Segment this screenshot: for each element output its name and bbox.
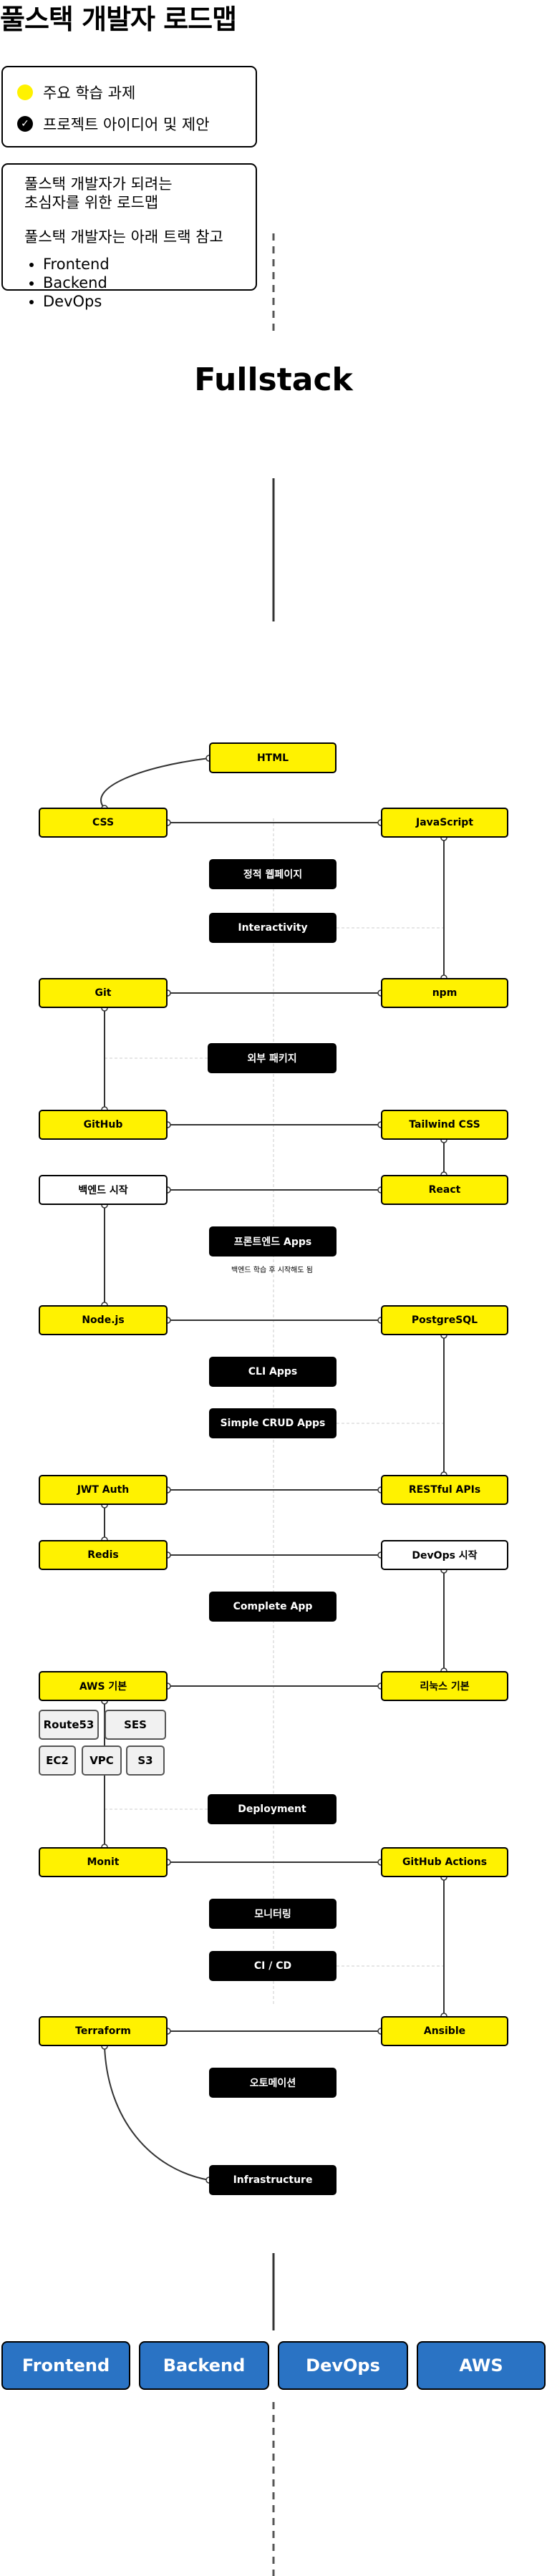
check-circle-icon: ✓	[17, 116, 33, 132]
node-redis[interactable]: Redis	[39, 1540, 168, 1570]
node-ses[interactable]: SES	[105, 1710, 166, 1740]
track-backend-button[interactable]: Backend	[139, 2341, 269, 2390]
node-backend-start[interactable]: 백엔드 시작	[39, 1175, 168, 1205]
node-github-actions[interactable]: GitHub Actions	[381, 1847, 508, 1877]
node-javascript[interactable]: JavaScript	[381, 808, 508, 838]
node-postgresql[interactable]: PostgreSQL	[381, 1305, 508, 1335]
node-s3[interactable]: S3	[126, 1745, 165, 1776]
node-infrastructure[interactable]: Infrastructure	[209, 2165, 337, 2195]
node-restful-apis[interactable]: RESTful APIs	[381, 1475, 508, 1505]
node-npm[interactable]: npm	[381, 978, 508, 1008]
node-ansible[interactable]: Ansible	[381, 2016, 508, 2046]
node-deployment[interactable]: Deployment	[208, 1794, 337, 1824]
node-external-packages[interactable]: 외부 패키지	[208, 1043, 337, 1073]
node-route53[interactable]: Route53	[39, 1710, 99, 1740]
track-devops-button[interactable]: DevOps	[278, 2341, 408, 2390]
intro-line1: 풀스택 개발자가 되려는	[24, 175, 173, 193]
node-monitoring[interactable]: 모니터링	[209, 1899, 337, 1929]
fullstack-title: Fullstack	[194, 362, 353, 398]
intro-track-list: Frontend Backend DevOps	[24, 255, 256, 311]
track-aws-button[interactable]: AWS	[417, 2341, 546, 2390]
track-frontend-button[interactable]: Frontend	[1, 2341, 130, 2390]
node-automation[interactable]: 오토메이션	[209, 2068, 337, 2098]
node-html[interactable]: HTML	[209, 742, 337, 773]
node-github[interactable]: GitHub	[39, 1110, 168, 1140]
node-complete-app[interactable]: Complete App	[209, 1592, 337, 1622]
node-linux-basics[interactable]: 리눅스 기본	[381, 1671, 508, 1701]
node-interactivity[interactable]: Interactivity	[209, 913, 337, 943]
node-nodejs[interactable]: Node.js	[39, 1305, 168, 1335]
yellow-circle-icon	[17, 84, 33, 100]
node-static-webpage[interactable]: 정적 웹페이지	[209, 859, 337, 889]
intro-track-item: Backend	[43, 273, 256, 292]
node-vpc[interactable]: VPC	[82, 1745, 122, 1776]
legend-primary: 주요 학습 과제	[17, 82, 135, 103]
node-react[interactable]: React	[381, 1175, 508, 1205]
node-terraform[interactable]: Terraform	[39, 2016, 168, 2046]
page-title: 풀스택 개발자 로드맵	[0, 4, 237, 35]
node-ec2[interactable]: EC2	[39, 1745, 76, 1776]
legend-secondary-label: 프로젝트 아이디어 및 제안	[43, 116, 210, 133]
node-simple-crud-apps[interactable]: Simple CRUD Apps	[209, 1408, 337, 1438]
legend-box: 주요 학습 과제 ✓ 프로젝트 아이디어 및 제안	[1, 66, 257, 147]
node-frontend-apps[interactable]: 프론트엔드 Apps	[209, 1226, 337, 1256]
intro-track-item: Frontend	[43, 255, 256, 273]
node-jwt-auth[interactable]: JWT Auth	[39, 1475, 168, 1505]
intro-box: 풀스택 개발자가 되려는 초심자를 위한 로드맵 풀스택 개발자는 아래 트랙 …	[1, 163, 257, 310]
node-git[interactable]: Git	[39, 978, 168, 1008]
node-cicd[interactable]: CI / CD	[209, 1951, 337, 1981]
node-aws-basics[interactable]: AWS 기본	[39, 1671, 168, 1701]
intro-line3: 풀스택 개발자는 아래 트랙 참고	[24, 228, 223, 246]
legend-secondary: ✓ 프로젝트 아이디어 및 제안	[17, 113, 210, 135]
node-cli-apps[interactable]: CLI Apps	[209, 1357, 337, 1387]
node-tailwind-css[interactable]: Tailwind CSS	[381, 1110, 508, 1140]
node-css[interactable]: CSS	[39, 808, 168, 838]
node-monit[interactable]: Monit	[39, 1847, 168, 1877]
legend-primary-label: 주요 학습 과제	[43, 84, 136, 102]
intro-line2: 초심자를 위한 로드맵	[24, 194, 159, 211]
intro-track-item: DevOps	[43, 292, 256, 311]
node-devops-start[interactable]: DevOps 시작	[381, 1540, 508, 1570]
frontend-apps-note: 백엔드 학습 후 시작해도 됨	[231, 1267, 313, 1274]
